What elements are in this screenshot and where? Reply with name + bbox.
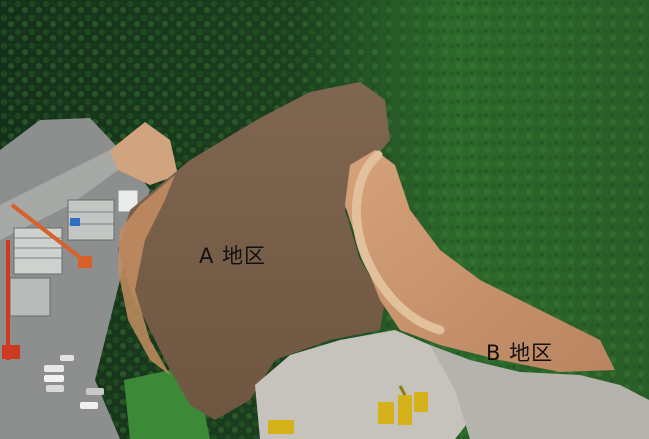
- car-icon: [60, 355, 74, 361]
- lower-road: [430, 345, 649, 439]
- car-icon: [46, 385, 64, 392]
- car-icon: [80, 402, 98, 409]
- area-a-label: A 地区: [199, 244, 267, 268]
- upper-bare-patch: [110, 122, 178, 185]
- parked-cars: [44, 355, 104, 409]
- area-a-slope: [118, 82, 390, 420]
- building-frames: [9, 189, 139, 317]
- crane-icon: [2, 203, 92, 360]
- car-icon: [86, 388, 104, 395]
- car-icon: [44, 365, 64, 372]
- switchback-road: [351, 150, 445, 335]
- slope-edge-soil: [118, 175, 175, 375]
- area-b-label: B 地区: [486, 341, 554, 365]
- car-icon: [44, 375, 64, 382]
- excavator-icon: [268, 385, 428, 434]
